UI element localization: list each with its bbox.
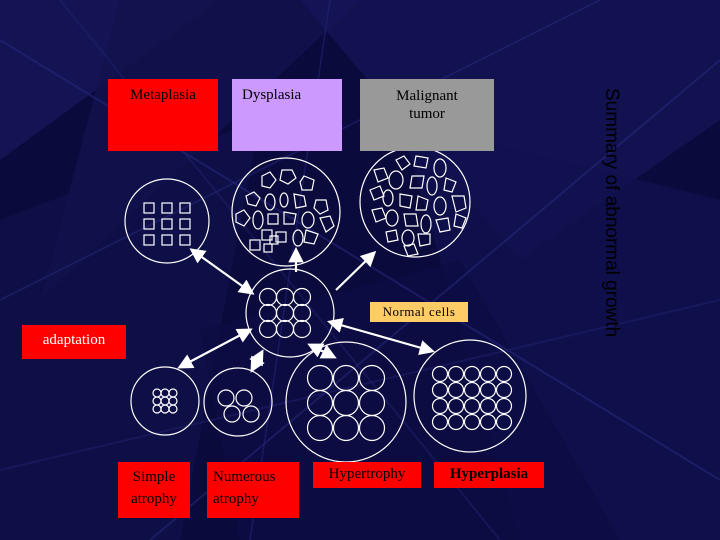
hyperplasia-text: Hyperplasia [449, 466, 529, 482]
simple-atrophy-line1: Simple [132, 469, 176, 485]
metaplasia-label: Metaplasia [108, 79, 218, 151]
dysplasia-text: Dysplasia [242, 87, 302, 103]
hypertrophy-text: Hypertrophy [328, 466, 406, 482]
metaplasia-cell-group [124, 178, 210, 264]
malignant-text-line1: Malignant [396, 88, 458, 104]
hypertrophy-cell-group [285, 341, 407, 463]
arrow-normal-hyperplasia [327, 317, 435, 356]
hypertrophy-label: Hypertrophy [313, 462, 421, 488]
malignant-cell-group [359, 146, 471, 258]
malignant-tumor-label: Malignant tumor [360, 79, 494, 151]
numerous-atrophy-line2: atrophy [213, 491, 259, 507]
adaptation-text: adaptation [42, 332, 106, 348]
arrow-normal-malignant [335, 250, 377, 291]
numerous-atrophy-label: Numerous atrophy [207, 462, 299, 518]
dysplasia-label: Dysplasia [232, 79, 342, 151]
numerous-atrophy-line1: Numerous [213, 469, 276, 485]
simple-atrophy-cell-group [130, 366, 200, 436]
simple-atrophy-label: Simple atrophy [118, 462, 190, 518]
simple-atrophy-line2: atrophy [131, 491, 177, 507]
malignant-text-line2: tumor [409, 106, 445, 122]
normal-cells-label: Normal cells [370, 302, 468, 322]
dysplasia-cell-group [231, 157, 341, 267]
normal-cells-text: Normal cells [382, 304, 456, 319]
adaptation-label: adaptation [22, 325, 126, 359]
numerous-atrophy-cell-group [203, 367, 273, 437]
hyperplasia-cell-group [413, 339, 527, 453]
slide-title: Summary of abnormal growth [601, 88, 622, 338]
arrow-normal-numerous-atrophy [249, 349, 265, 373]
metaplasia-text: Metaplasia [130, 87, 196, 103]
hyperplasia-label: Hyperplasia [434, 462, 544, 488]
arrow-normal-metaplasia [189, 248, 255, 295]
arrow-normal-simple-atrophy [177, 328, 253, 369]
normal-cell-group [245, 268, 335, 358]
